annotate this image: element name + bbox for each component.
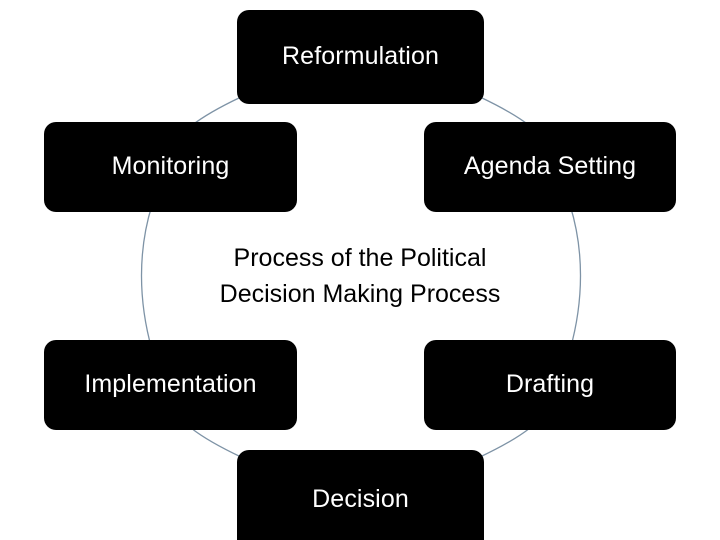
arc-implementation-decision xyxy=(190,427,242,458)
node-decision[interactable]: Decision xyxy=(237,450,484,540)
arc-monitoring-implementation xyxy=(140,204,153,351)
node-label-drafting: Drafting xyxy=(505,370,595,399)
arc-agenda-drafting xyxy=(569,204,582,351)
node-label-decision: Decision xyxy=(312,485,409,514)
node-reformulation[interactable]: Reformulation xyxy=(237,10,484,104)
node-label-monitoring: Monitoring xyxy=(111,152,230,181)
node-agenda-setting[interactable]: Agenda Setting xyxy=(424,122,676,212)
node-label-agenda-setting: Agenda Setting xyxy=(463,152,637,181)
center-title-line-1: Process of the Political xyxy=(233,244,487,272)
arc-drafting-decision xyxy=(479,427,531,458)
node-implementation[interactable]: Implementation xyxy=(44,340,297,430)
diagram-center-title: Process of the Political Decision Making… xyxy=(170,240,550,313)
node-monitoring[interactable]: Monitoring xyxy=(44,122,297,212)
center-title-line-2: Decision Making Process xyxy=(219,280,501,309)
node-label-implementation: Implementation xyxy=(84,370,257,399)
node-drafting[interactable]: Drafting xyxy=(424,340,676,430)
node-label-reformulation: Reformulation xyxy=(282,42,439,71)
